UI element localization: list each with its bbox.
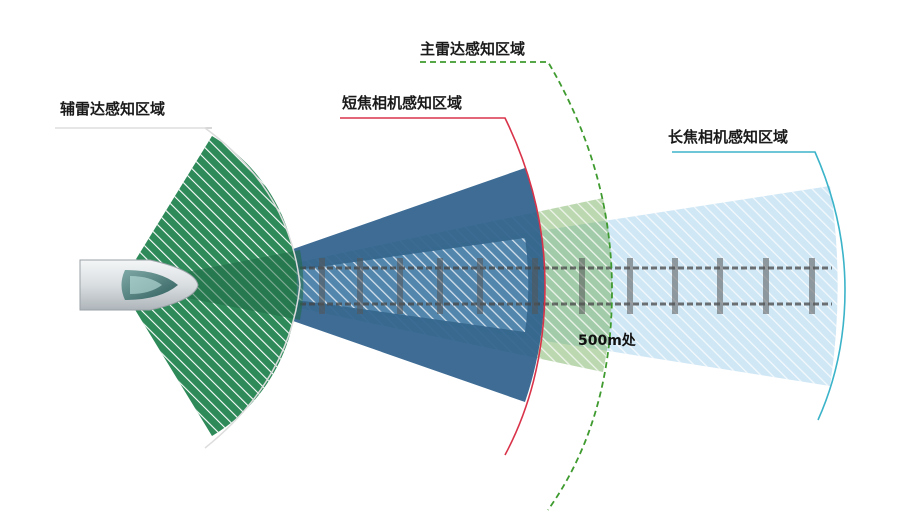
short-camera-label: 短焦相机感知区域 xyxy=(342,94,462,112)
main-radar-label: 主雷达感知区域 xyxy=(420,40,525,58)
long-camera-boundary xyxy=(672,151,846,421)
aux-radar-leader xyxy=(55,127,301,449)
train xyxy=(79,259,199,311)
distance-label: 500m处 xyxy=(578,332,637,349)
railway-track xyxy=(300,258,832,314)
long-camera-label: 长焦相机感知区域 xyxy=(668,128,788,146)
short-camera-boundary xyxy=(340,117,546,456)
main-radar-boundary xyxy=(420,61,613,511)
aux-radar-zone xyxy=(120,136,304,436)
aux-radar-label: 辅雷达感知区域 xyxy=(60,100,165,118)
